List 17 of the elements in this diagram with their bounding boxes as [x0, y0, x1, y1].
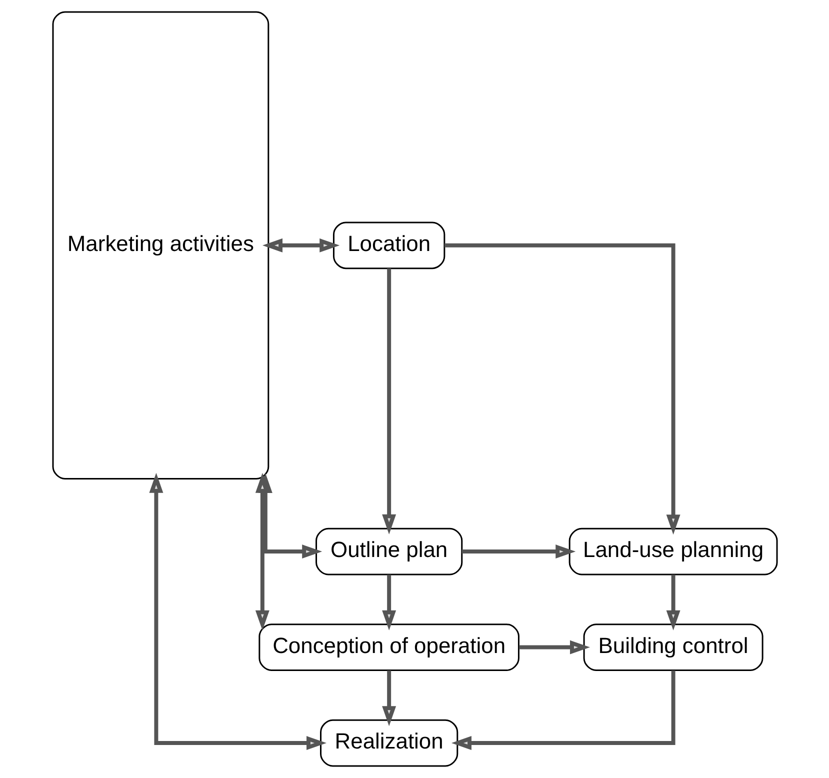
- node-box: Conception of operation: [258, 624, 519, 671]
- arrow: [450, 670, 675, 750]
- node-box: Building control: [582, 624, 763, 671]
- arrow: [444, 243, 680, 535]
- node-box: Outline plan: [315, 528, 462, 576]
- arrow: [461, 544, 576, 559]
- node-box: Location: [332, 222, 445, 270]
- arrow: [262, 238, 340, 252]
- node-box: Marketing activities: [52, 11, 269, 480]
- node-box: Realization: [320, 719, 458, 767]
- arrow: [518, 640, 590, 654]
- arrow: [666, 574, 680, 630]
- node-box: Land-use planning: [568, 528, 778, 576]
- arrow: [382, 268, 396, 534]
- arrow: [382, 574, 396, 630]
- arrow: [254, 472, 269, 630]
- arrow: [382, 670, 396, 726]
